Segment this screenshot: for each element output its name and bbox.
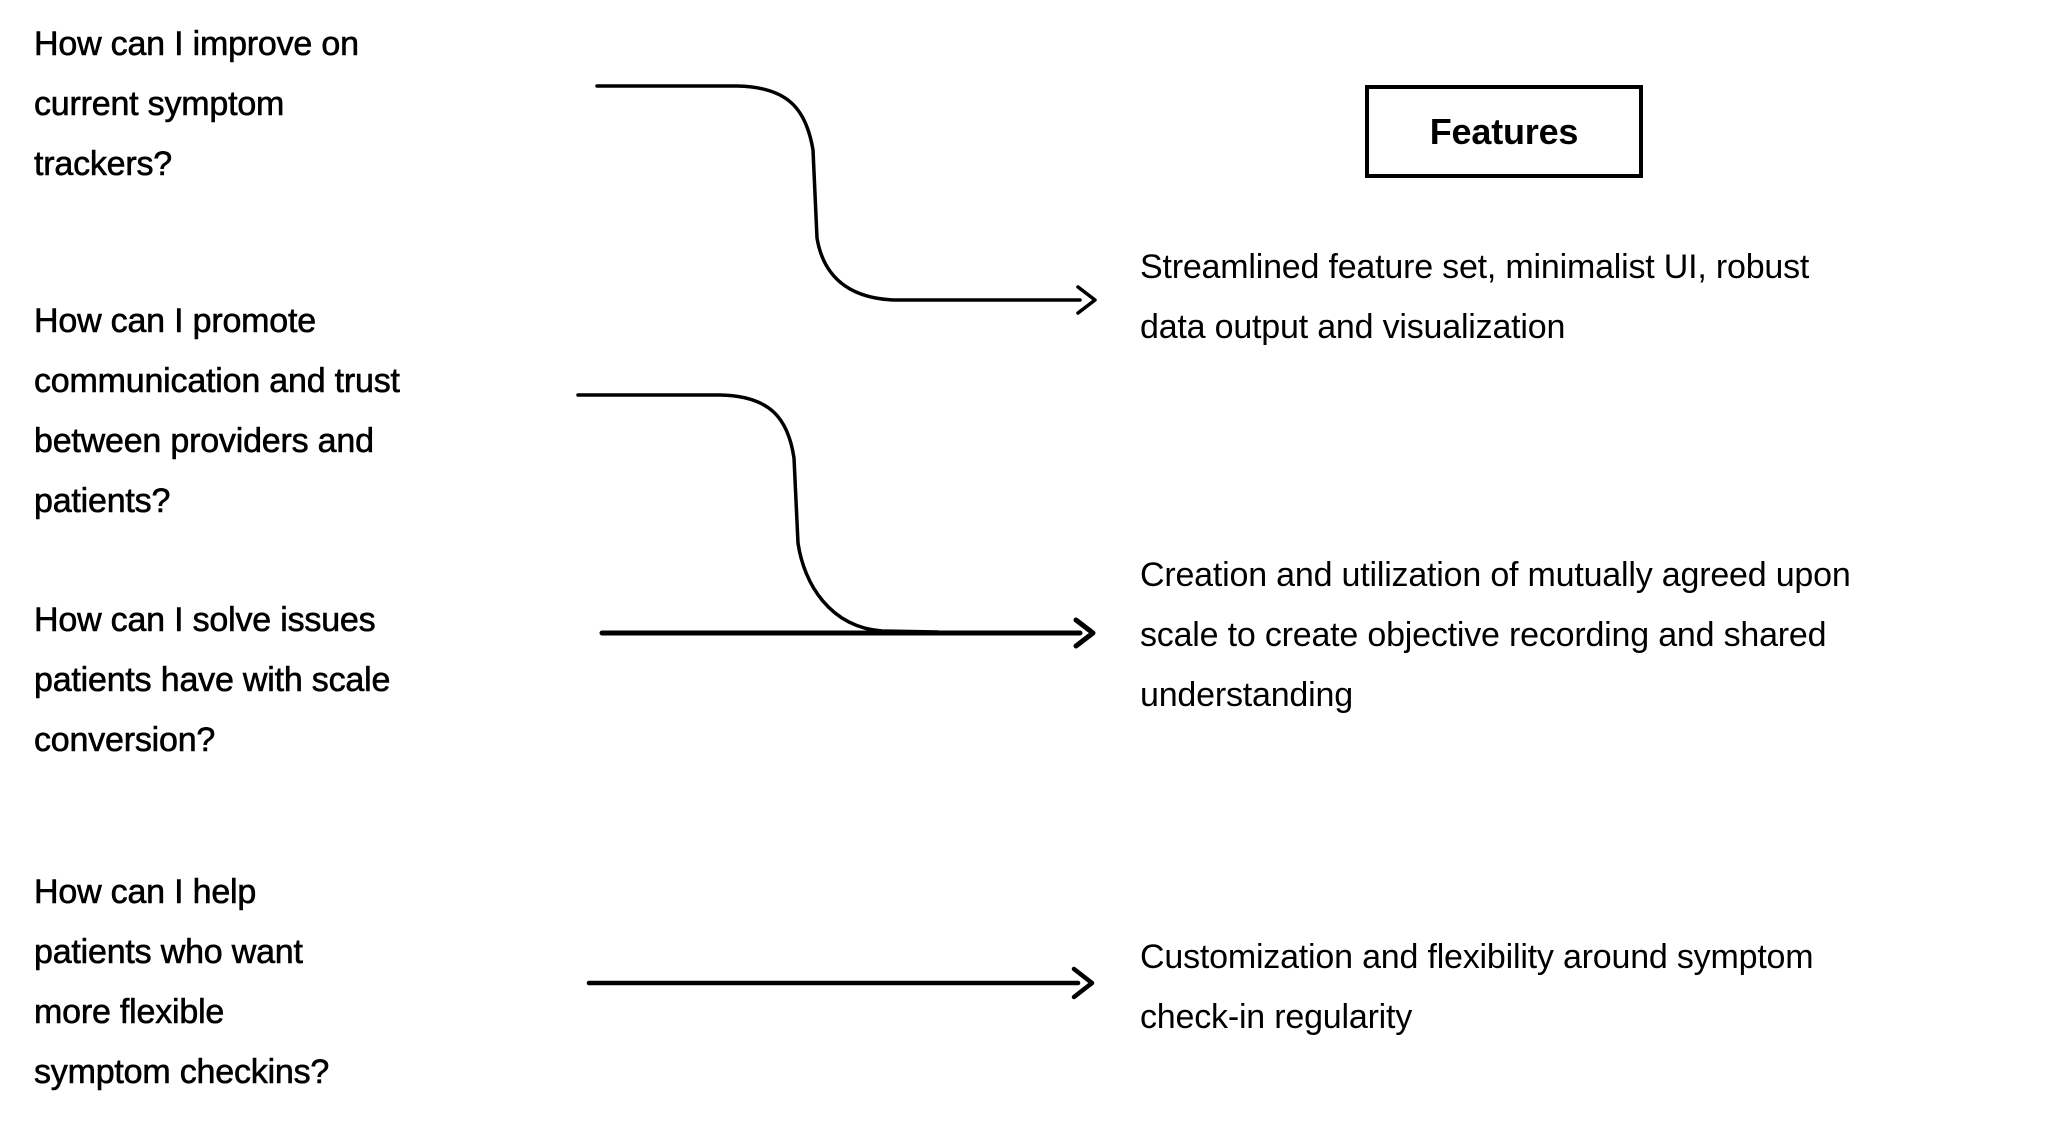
feature-1-line: Streamlined feature set, minimalist UI, … — [1140, 248, 1810, 286]
feature-2-line: scale to create objective recording and … — [1140, 616, 1827, 654]
features-header-box: Features — [1365, 85, 1643, 178]
question-4-line: patients who want — [34, 933, 304, 972]
question-1-line: current symptom — [34, 85, 285, 124]
question-4-line: How can I help — [34, 873, 257, 912]
question-2-line: communication and trust — [34, 362, 401, 401]
feature-1-line: data output and visualization — [1140, 308, 1566, 346]
question-4-line: more flexible — [34, 993, 225, 1032]
feature-2: Creation and utilization of mutually agr… — [1140, 545, 1851, 725]
question-4: How can I help patients who want more fl… — [34, 862, 330, 1102]
connector-q2-line — [576, 393, 940, 634]
question-1-line: trackers? — [34, 145, 173, 184]
question-1-line: How can I improve on — [34, 25, 360, 64]
feature-2-line: Creation and utilization of mutually agr… — [1140, 556, 1851, 594]
question-4-line: symptom checkins? — [34, 1053, 330, 1092]
question-2-line: patients? — [34, 482, 171, 521]
features-header-label: Features — [1429, 110, 1579, 152]
question-3: How can I solve issues patients have wit… — [34, 590, 391, 770]
feature-3-line: Customization and flexibility around sym… — [1140, 938, 1814, 976]
question-3-line: How can I solve issues — [34, 601, 376, 640]
arrowhead-icon — [1073, 617, 1096, 649]
question-3-line: patients have with scale — [34, 661, 391, 700]
connector-q4-to-f3 — [586, 966, 1095, 1000]
question-2-line: between providers and — [34, 422, 375, 461]
connector-q1-to-f1 — [595, 84, 1097, 315]
question-1: How can I improve on current symptom tra… — [34, 14, 360, 194]
question-3-line: conversion? — [34, 721, 216, 760]
connector-q2-q3-to-f2 — [576, 393, 1096, 649]
arrowhead-icon — [1076, 285, 1097, 315]
feature-2-line: understanding — [1140, 676, 1353, 714]
question-2: How can I promote communication and trus… — [34, 291, 401, 531]
question-2-line: How can I promote — [34, 302, 317, 341]
arrowhead-icon — [1071, 966, 1095, 1000]
feature-3-line: check-in regularity — [1140, 998, 1413, 1036]
connector-q1-line — [595, 84, 1082, 302]
feature-1: Streamlined feature set, minimalist UI, … — [1140, 237, 1809, 357]
feature-3: Customization and flexibility around sym… — [1140, 927, 1814, 1047]
